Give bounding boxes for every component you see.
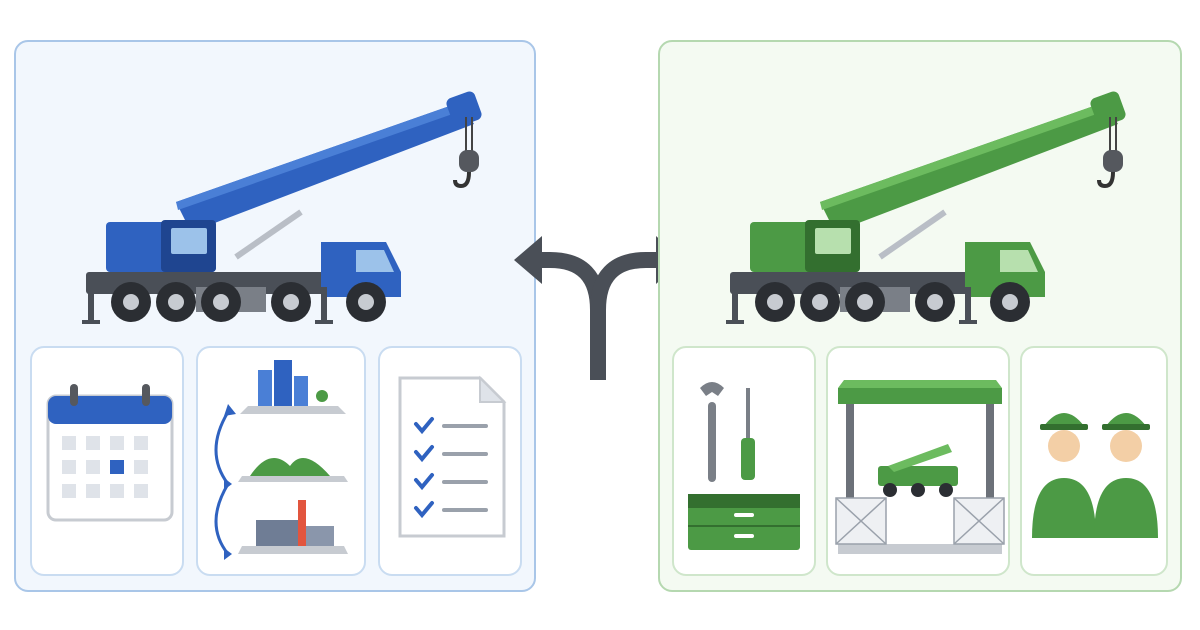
right-panel: [658, 40, 1182, 592]
blue-crane-icon: [82, 91, 482, 324]
calendar-icon: [46, 384, 174, 522]
tools-card: [672, 346, 816, 576]
tools-toolbox-icon: [688, 382, 800, 550]
garage-card: [826, 346, 1010, 576]
workers-card: [1020, 346, 1168, 576]
calendar-card: [30, 346, 184, 576]
green-crane-icon: [726, 91, 1126, 324]
relocation-card: [196, 346, 366, 576]
location-relocation-icon: [214, 360, 348, 560]
checklist-card: [378, 346, 522, 576]
checklist-document-icon: [398, 375, 507, 538]
workers-icon: [1032, 413, 1158, 538]
left-panel: [14, 40, 536, 592]
garage-storage-icon: [835, 380, 1005, 554]
